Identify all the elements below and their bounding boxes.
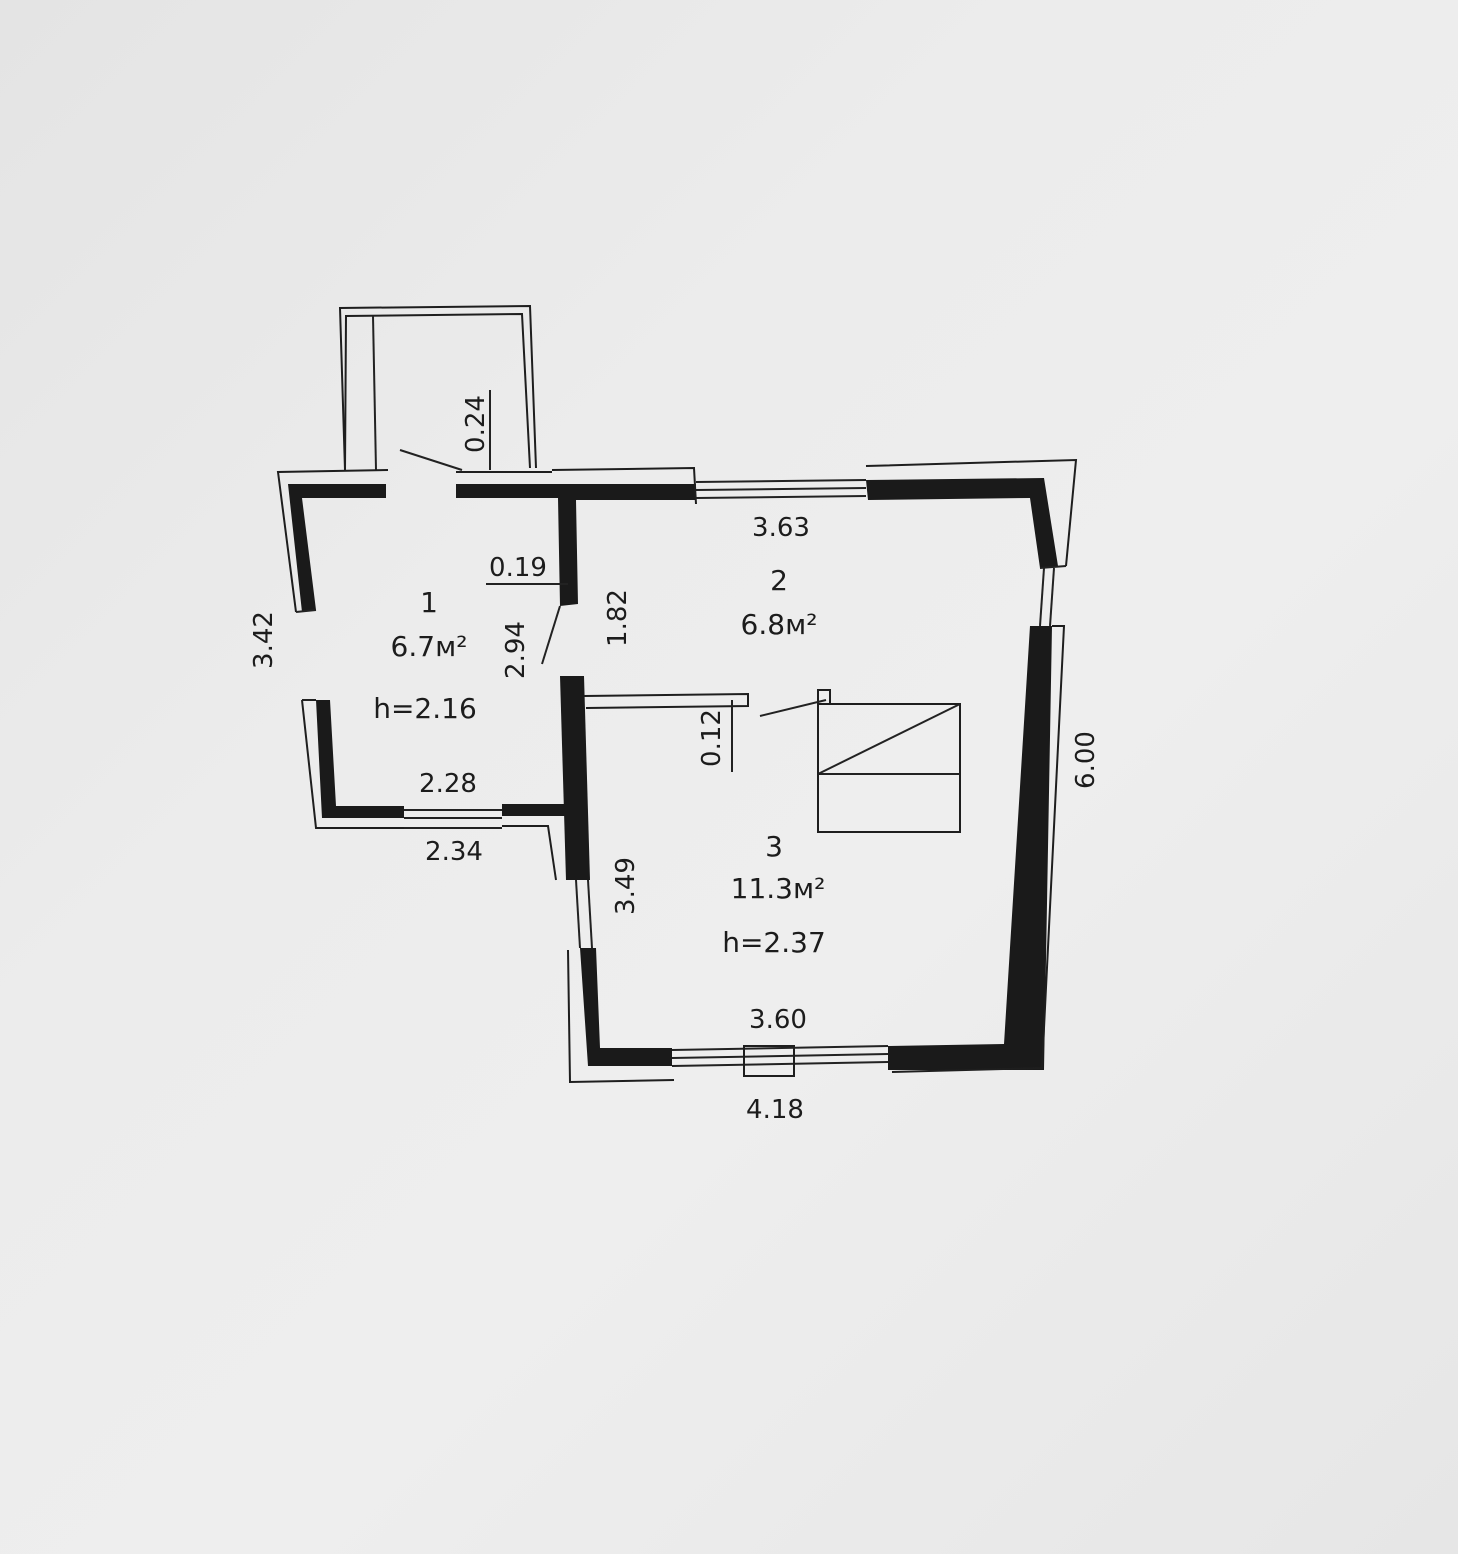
room-1-height: h=2.16 — [373, 692, 477, 725]
dim-partition-1-2: 0.19 — [489, 553, 547, 583]
porch — [338, 304, 537, 471]
dim-room-3-inner-width: 3.60 — [749, 1005, 807, 1035]
dim-right-wall: 6.00 — [1071, 731, 1101, 789]
dim-partition-2-3: 0.12 — [697, 709, 727, 767]
dim-room-1-depth: 2.94 — [501, 621, 531, 679]
room-2-area: 6.8м² — [741, 608, 818, 641]
dim-room-1-outer-side: 3.42 — [249, 611, 279, 669]
dim-room-1-outer-width: 2.34 — [425, 837, 483, 867]
dim-room-1-inner-width: 2.28 — [419, 769, 477, 799]
room-2-number: 2 — [770, 564, 788, 597]
room-2-walls — [551, 458, 1078, 627]
room-3-walls — [560, 625, 1066, 1084]
dim-room-3-outer-width: 4.18 — [746, 1095, 804, 1125]
leader-lines — [486, 390, 733, 772]
staircase — [759, 689, 961, 833]
room-1-walls — [276, 469, 566, 881]
room-3-area: 11.3м² — [731, 872, 826, 905]
dim-porch-wall: 0.24 — [461, 395, 491, 453]
room-3-number: 3 — [765, 830, 783, 863]
room-1-area: 6.7м² — [391, 630, 468, 663]
dim-room-3-side: 3.49 — [611, 857, 641, 915]
room-1-number: 1 — [420, 586, 438, 619]
dim-room-2-width: 3.63 — [752, 513, 810, 543]
room-3-height: h=2.37 — [722, 926, 826, 959]
dim-room-2-depth: 1.82 — [603, 589, 633, 647]
